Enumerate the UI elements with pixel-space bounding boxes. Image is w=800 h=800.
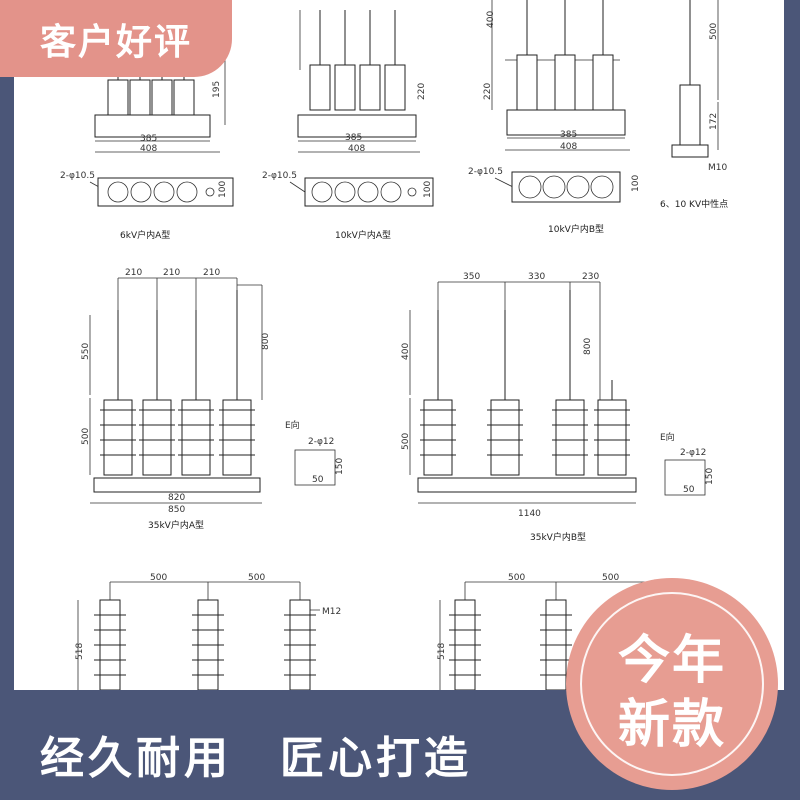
view-dim-50-a: 50	[312, 475, 324, 485]
spacing-210-3: 210	[203, 268, 220, 278]
spacing-500-br2: 500	[602, 573, 619, 583]
bolt-m12: M12	[322, 607, 341, 617]
unit-bottom-right: 500 500 518	[437, 573, 650, 691]
dim-518-l: 518	[75, 643, 85, 660]
dim-800-b: 800	[583, 338, 593, 355]
dim-500-n: 500	[709, 23, 719, 40]
dim-850: 850	[168, 505, 185, 515]
spacing-500-br1: 500	[508, 573, 525, 583]
dim-408-b: 408	[348, 144, 365, 154]
unit-35kv-b: 350 330 230 800 400 500	[401, 272, 715, 543]
spacing-230: 230	[582, 272, 599, 282]
caption-neutral: 6、10 KV中性点	[660, 198, 728, 210]
dim-408-a: 408	[140, 144, 157, 154]
dim-220-b: 220	[417, 83, 427, 100]
caption-6kv-a: 6kV户内A型	[120, 229, 170, 241]
dim-m10: M10	[708, 163, 727, 173]
dim-385-b: 385	[345, 133, 362, 143]
spacing-330: 330	[528, 272, 545, 282]
unit-6kv-a: 385 408 195 2-φ10.5 100 6kV户内A型	[60, 0, 234, 241]
spacing-500-bl2: 500	[248, 573, 265, 583]
view-dim-150-b: 150	[705, 468, 715, 485]
hole-spec-mr: 2-φ12	[680, 448, 706, 458]
bottom-slogan: 经久耐用 匠心打造	[40, 733, 472, 784]
view-label-b: E向	[660, 431, 675, 443]
caption-10kv-b: 10kV户内B型	[548, 223, 604, 235]
hole-spec-a: 2-φ10.5	[60, 171, 95, 181]
spacing-210-1: 210	[125, 268, 142, 278]
dim-400-mr: 400	[401, 343, 411, 360]
dim-550: 550	[81, 343, 91, 360]
dim-220-c: 220	[483, 83, 493, 100]
caption-35kv-b: 35kV户内B型	[530, 531, 586, 543]
dim-408-c: 408	[560, 142, 577, 152]
hole-spec-ml: 2-φ12	[308, 437, 334, 447]
spacing-500-bl1: 500	[150, 573, 167, 583]
dim-518-r: 518	[437, 643, 447, 660]
unit-neutral: 500 172 M10 6、10 KV中性点	[660, 0, 728, 210]
dim-1140: 1140	[518, 509, 541, 519]
technical-drawing: 385 408 195 2-φ10.5 100 6kV户内A型	[14, 0, 784, 800]
dim-172-n: 172	[709, 113, 719, 130]
dim-195: 195	[212, 81, 222, 98]
hole-spec-b: 2-φ10.5	[262, 171, 297, 181]
hole-spec-c: 2-φ10.5	[468, 167, 503, 177]
customer-review-badge: 客户好评	[0, 0, 232, 77]
view-dim-50-b: 50	[683, 485, 695, 495]
spacing-350: 350	[463, 272, 480, 282]
view-dim-150-a: 150	[335, 458, 345, 475]
new-arrival-line2: 新款	[617, 695, 726, 755]
dim-820: 820	[168, 493, 185, 503]
unit-10kv-b: 385 408 220 400 2-φ10.5 100 10kV户内B型	[468, 0, 641, 235]
caption-10kv-a: 10kV户内A型	[335, 229, 391, 241]
unit-bottom-left: 500 500 M12 518	[75, 573, 341, 691]
side-100-c: 100	[631, 175, 641, 192]
new-arrival-line1: 今年	[617, 631, 726, 691]
unit-35kv-a: 210 210 210 800 550 500	[81, 268, 345, 531]
unit-10kv-a: 385 408 220 2-φ10.5 100 10kV户内A型	[262, 10, 434, 241]
dim-400-c: 400	[486, 11, 496, 28]
drawing-svg: 385 408 195 2-φ10.5 100 6kV户内A型	[60, 0, 728, 691]
dim-500-ml: 500	[81, 428, 91, 445]
dim-500-mr: 500	[401, 433, 411, 450]
side-100-b: 100	[423, 181, 433, 198]
side-100-a: 100	[218, 181, 228, 198]
dim-385-a: 385	[140, 134, 157, 144]
spacing-210-2: 210	[163, 268, 180, 278]
view-label-a: E向	[285, 419, 300, 431]
dim-385-c: 385	[560, 130, 577, 140]
new-arrival-badge-ring	[580, 592, 764, 776]
dim-800-a: 800	[261, 333, 271, 350]
caption-35kv-a: 35kV户内A型	[148, 519, 204, 531]
